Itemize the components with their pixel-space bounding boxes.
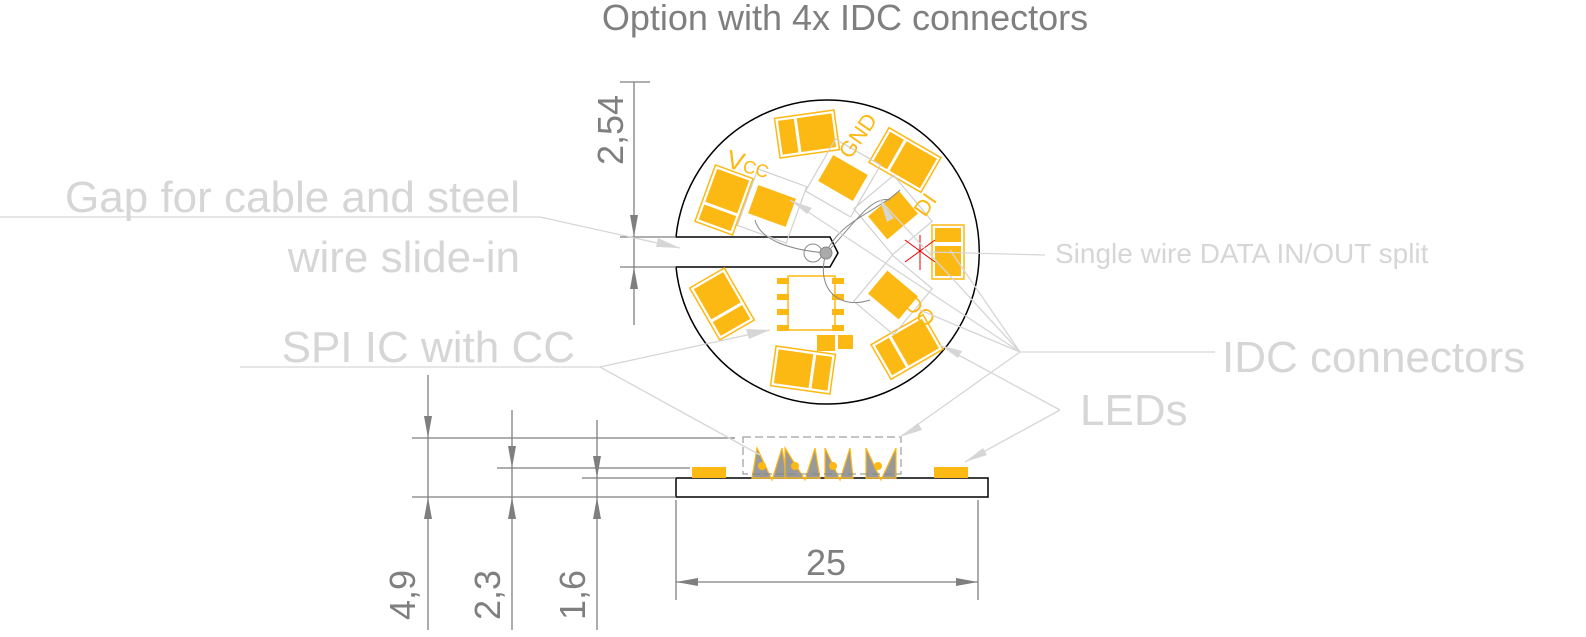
dimension-led-height-label: 2,3 [467,570,508,620]
callout-data-split-label: Single wire DATA IN/OUT split [1055,238,1429,269]
dimension-pcb-height-label: 1,6 [552,570,593,620]
dimension-pitch-label: 2,54 [590,95,631,165]
callout-gap-line1: Gap for cable and steel [65,173,520,222]
dimension-heights: 4,9 2,3 1,6 [382,375,735,630]
callout-leds-label: LEDs [1080,386,1188,435]
callout-idc-label: IDC connectors [1222,333,1525,382]
spi-ic-footprint [777,275,853,351]
pcb-side-view [675,436,989,498]
dimension-pitch: 2,54 [590,81,676,325]
callout-leds: LEDs [939,344,1188,463]
callout-idc: IDC connectors [789,199,1525,438]
drawing-title: Option with 4x IDC connectors [602,0,1088,38]
dimension-total-height-label: 4,9 [382,570,423,620]
wire-routing [754,189,901,304]
pcb-top-view: VCC GND DI DO [675,99,980,405]
pcb-board-side [675,477,989,498]
callout-gap-line2: wire slide-in [287,233,520,282]
idc-connectors-side [742,436,902,482]
callout-gap: Gap for cable and steel wire slide-in [0,173,681,282]
led-pads [688,109,965,395]
callout-spi-ic: SPI IC with CC [240,323,771,456]
callout-data-split: Single wire DATA IN/OUT split [929,238,1429,269]
dimension-width-label: 25 [806,542,846,583]
data-split-mark [904,235,936,270]
callout-spi-ic-label: SPI IC with CC [282,323,575,372]
dimension-width: 25 [675,500,979,600]
